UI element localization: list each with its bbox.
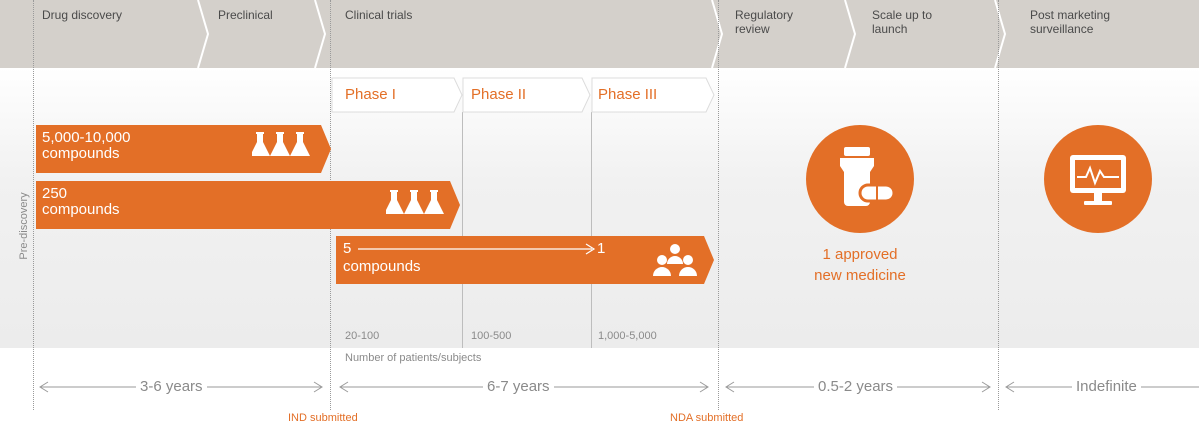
- flask-icon: [252, 132, 310, 156]
- stage-preclinical: Preclinical: [218, 8, 273, 22]
- outcome-line1: 1 approved: [822, 246, 898, 263]
- monitor-circle: [1044, 125, 1152, 233]
- milestone-ind: IND submitted: [288, 412, 358, 424]
- bar3-line1-end: 1: [597, 240, 606, 257]
- phase-divider-1: [462, 112, 463, 348]
- phase-divider-2: [591, 112, 592, 348]
- duration-clinical: 6-7 years: [483, 378, 554, 395]
- stage-post-marketing: Post marketing surveillance: [1030, 8, 1111, 36]
- divider-post-marketing: [998, 0, 999, 410]
- bar1-line2: compounds: [42, 145, 120, 162]
- flask-icon: [386, 190, 444, 214]
- bar2-line1: 250: [42, 185, 68, 202]
- patients-caption: Number of patients/subjects: [345, 352, 482, 364]
- phase-3-label: Phase III: [598, 86, 658, 103]
- stage-clinical-trials: Clinical trials: [345, 8, 413, 22]
- duration-discovery: 3-6 years: [136, 378, 207, 395]
- duration-regulatory: 0.5-2 years: [814, 378, 898, 395]
- stage-scale-up: Scale up to launch: [872, 8, 933, 36]
- phase-2-patients: 100-500: [471, 330, 512, 342]
- bar2-line2: compounds: [42, 201, 120, 218]
- divider-pre-discovery: [33, 0, 34, 410]
- stage-regulatory-review: Regulatory review: [735, 8, 794, 36]
- milestone-nda: NDA submitted: [670, 412, 744, 424]
- stage-drug-discovery: Drug discovery: [42, 8, 123, 22]
- divider-nda: [718, 0, 719, 410]
- outcome-line2: new medicine: [814, 267, 906, 284]
- phase-2-label: Phase II: [471, 86, 527, 103]
- bar-250-compounds: [36, 181, 460, 229]
- phase-1-patients: 20-100: [345, 330, 380, 342]
- phase-3-patients: 1,000-5,000: [598, 330, 657, 342]
- bar3-line1: 5: [343, 240, 352, 257]
- medicine-circle: [806, 125, 914, 233]
- phase-chevrons: [331, 77, 715, 113]
- bar1-line1: 5,000-10,000: [42, 129, 131, 146]
- patients-icon: [653, 244, 697, 276]
- bar3-line2: compounds: [343, 258, 421, 275]
- bar-5-compounds: [336, 236, 714, 284]
- duration-post-marketing: Indefinite: [1072, 378, 1141, 395]
- pre-discovery-label: Pre-discovery: [18, 192, 30, 260]
- stage-chevrons: [197, 0, 1007, 68]
- phase-1-label: Phase I: [345, 86, 396, 103]
- medicine-bottle-icon: [840, 147, 896, 206]
- monitor-heartbeat-icon: [1070, 155, 1126, 205]
